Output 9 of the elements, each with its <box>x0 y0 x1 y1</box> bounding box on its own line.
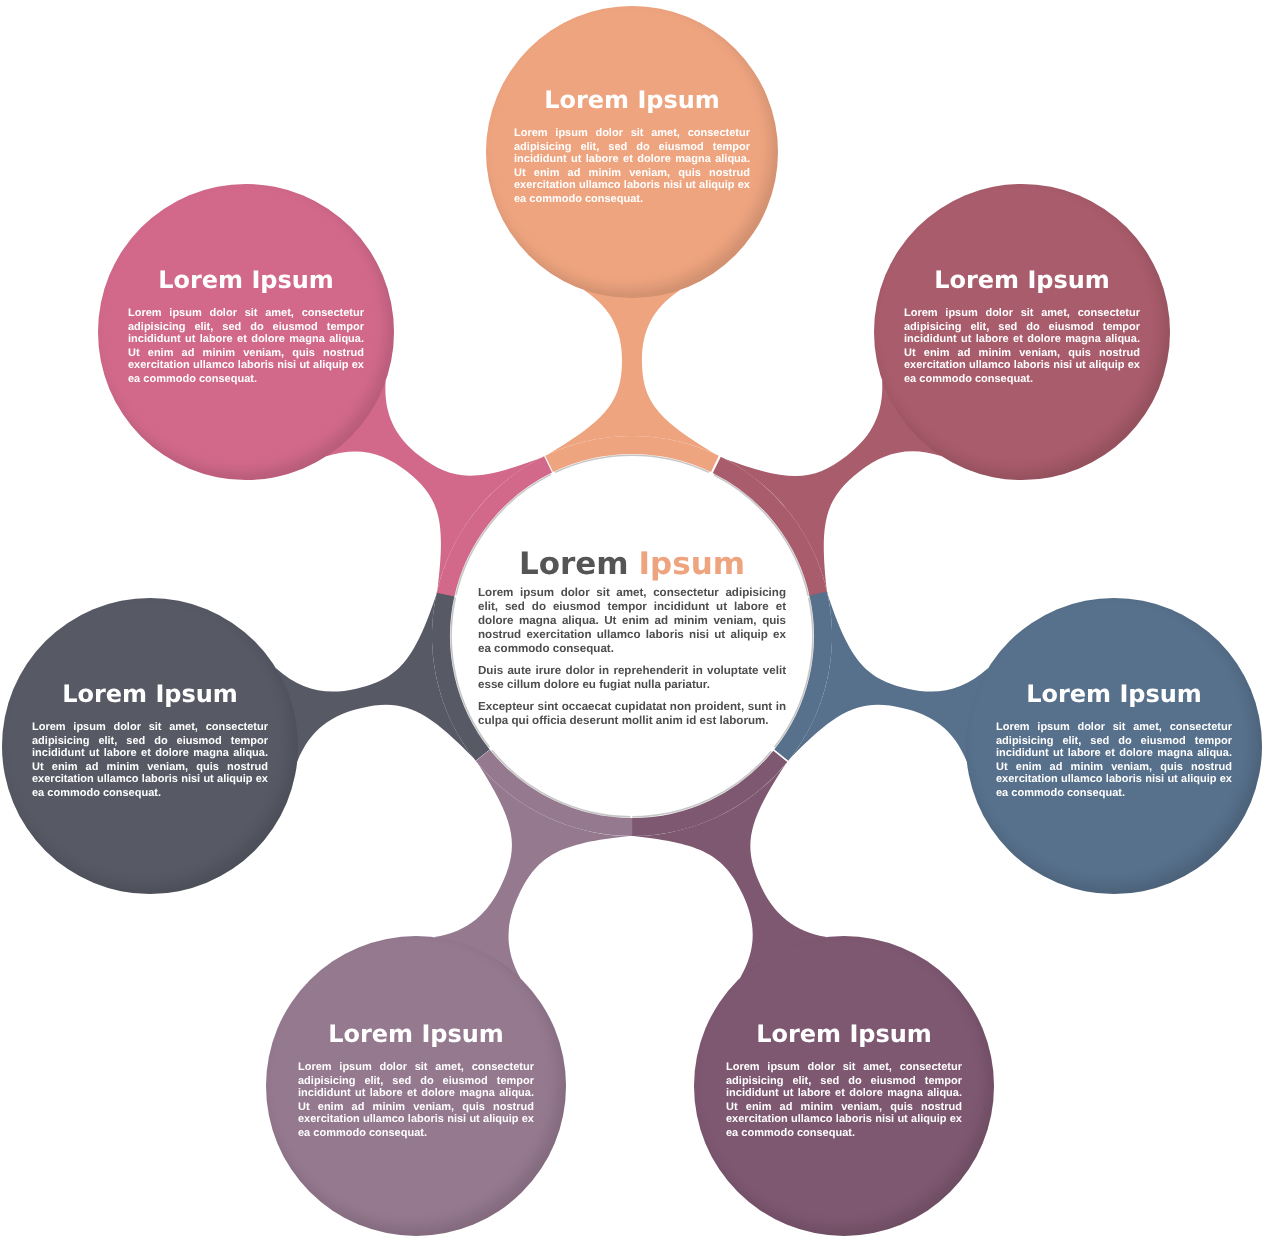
center-heading: Lorem <box>518 546 629 582</box>
circle-heading: Lorem Ipsum <box>158 266 334 294</box>
circle-heading: Lorem Ipsum <box>328 1020 504 1048</box>
circle-heading: Lorem Ipsum <box>934 266 1110 294</box>
circle-heading: Lorem Ipsum <box>62 680 238 708</box>
circle-heading: Lorem Ipsum <box>544 86 720 114</box>
circle-heading: Lorem Ipsum <box>756 1020 932 1048</box>
center-heading: Ipsum <box>638 546 746 582</box>
circle-heading: Lorem Ipsum <box>1026 680 1202 708</box>
